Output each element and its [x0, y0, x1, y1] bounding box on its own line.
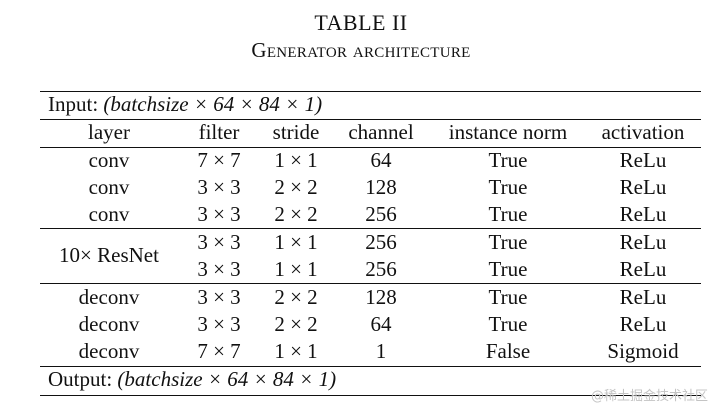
bottom-rule	[40, 395, 701, 396]
cell-instance-norm: True	[488, 312, 528, 336]
table-title: Generator architecture	[251, 38, 471, 62]
header-filter: filter	[198, 120, 240, 144]
header-instance-norm: instance norm	[448, 120, 568, 144]
cell-channel: 1	[375, 339, 387, 363]
cell-filter: 3 × 3	[197, 175, 241, 199]
cell-layer: conv	[88, 175, 130, 199]
cell-channel: 64	[370, 148, 392, 172]
cell-activation: ReLu	[619, 285, 667, 309]
cell-filter: 3 × 3	[197, 285, 241, 309]
decoder-rule	[40, 366, 701, 367]
cell-activation: ReLu	[619, 202, 667, 226]
cell-stride: 2 × 2	[274, 285, 318, 309]
cell-layer: deconv	[78, 312, 140, 336]
output-label: Output:	[48, 367, 113, 391]
cell-activation: Sigmoid	[607, 339, 679, 363]
cell-channel: 256	[365, 202, 397, 226]
cell-stride: 2 × 2	[274, 312, 318, 336]
cell-instance-norm: True	[488, 202, 528, 226]
cell-activation: ReLu	[619, 230, 667, 254]
cell-stride: 2 × 2	[274, 175, 318, 199]
cell-layer: deconv	[78, 285, 140, 309]
cell-filter: 7 × 7	[197, 339, 241, 363]
encoder-rule	[40, 228, 701, 229]
resnet-block-label: 10× ResNet	[59, 243, 159, 267]
cell-channel: 128	[365, 175, 397, 199]
cell-activation: ReLu	[619, 257, 667, 281]
output-row: Output: (batchsize × 64 × 84 × 1)	[48, 367, 336, 392]
header-rule	[40, 147, 701, 148]
cell-layer: conv	[88, 202, 130, 226]
cell-layer: deconv	[78, 339, 140, 363]
cell-filter: 3 × 3	[197, 257, 241, 281]
cell-stride: 1 × 1	[274, 230, 318, 254]
input-row: Input: (batchsize × 64 × 84 × 1)	[48, 92, 322, 117]
resnet-rule	[40, 283, 701, 284]
cell-filter: 7 × 7	[197, 148, 241, 172]
cell-filter: 3 × 3	[197, 230, 241, 254]
cell-stride: 1 × 1	[274, 339, 318, 363]
top-rule	[40, 91, 701, 92]
input-rule	[40, 119, 701, 120]
cell-channel: 256	[365, 257, 397, 281]
cell-activation: ReLu	[619, 148, 667, 172]
watermark: @稀土掘金技术社区	[590, 389, 708, 404]
input-label: Input:	[48, 92, 99, 116]
input-shape: (batchsize × 64 × 84 × 1)	[103, 92, 323, 116]
header-activation: activation	[601, 120, 685, 144]
cell-instance-norm: True	[488, 148, 528, 172]
header-layer: layer	[88, 120, 130, 144]
table-number: TABLE II	[314, 10, 408, 35]
header-channel: channel	[348, 120, 414, 144]
cell-channel: 256	[365, 230, 397, 254]
cell-instance-norm: True	[488, 285, 528, 309]
cell-filter: 3 × 3	[197, 202, 241, 226]
cell-stride: 2 × 2	[274, 202, 318, 226]
cell-stride: 1 × 1	[274, 257, 318, 281]
cell-filter: 3 × 3	[197, 312, 241, 336]
header-stride: stride	[272, 120, 320, 144]
cell-instance-norm: True	[488, 175, 528, 199]
cell-stride: 1 × 1	[274, 148, 318, 172]
cell-channel: 64	[370, 312, 392, 336]
cell-activation: ReLu	[619, 175, 667, 199]
output-shape: (batchsize × 64 × 84 × 1)	[117, 367, 337, 391]
cell-channel: 128	[365, 285, 397, 309]
cell-instance-norm: True	[488, 257, 528, 281]
cell-instance-norm: False	[485, 339, 531, 363]
cell-layer: conv	[88, 148, 130, 172]
cell-activation: ReLu	[619, 312, 667, 336]
cell-instance-norm: True	[488, 230, 528, 254]
